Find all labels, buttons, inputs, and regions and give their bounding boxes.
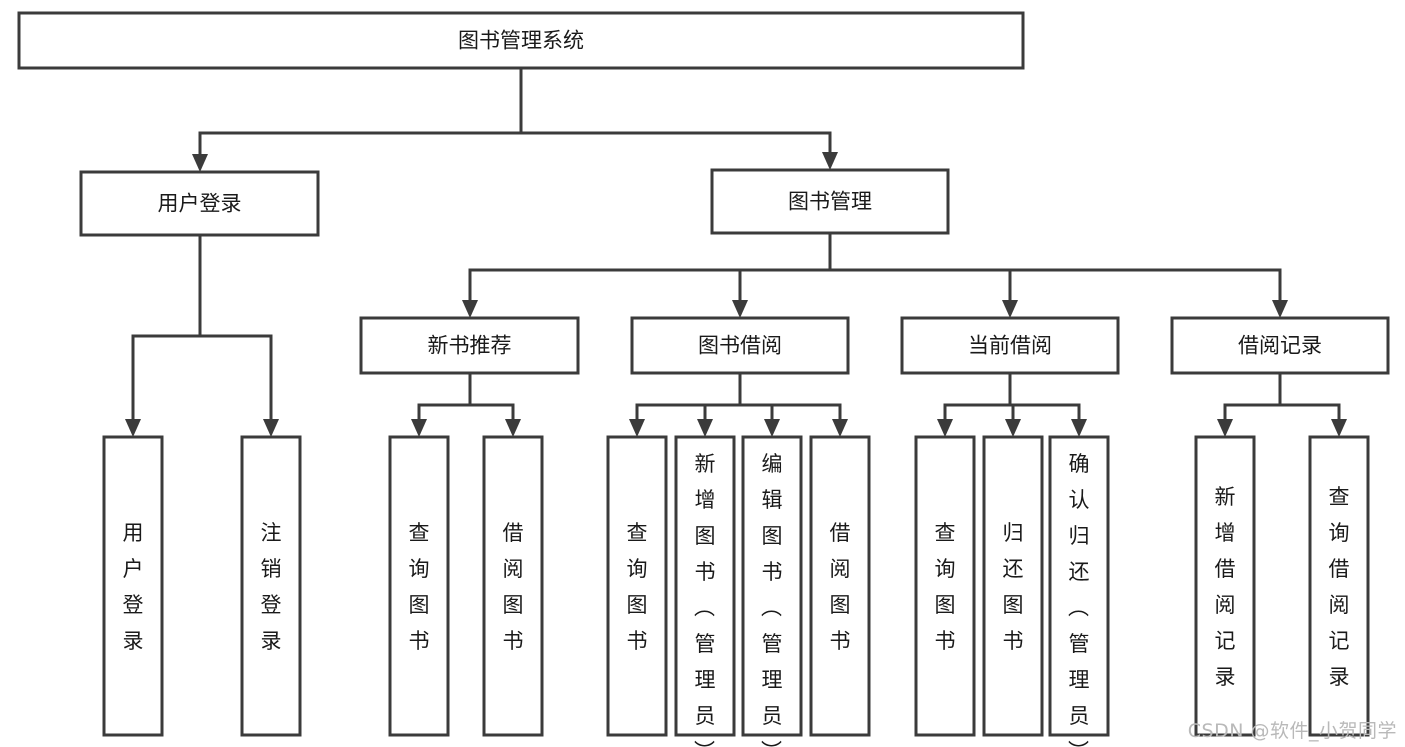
arrow-head-icon (1331, 419, 1347, 437)
node-label: 查询图书 (409, 521, 430, 653)
node-leaf-edit-book[interactable]: 编辑图书（管理员） (741, 435, 803, 747)
node-label: 用户登录 (158, 192, 242, 216)
connector-e-borrow-record-query (1278, 373, 1347, 437)
node-book-borrow[interactable]: 图书借阅 (630, 316, 850, 375)
node-box (102, 435, 164, 737)
arrow-head-icon (462, 300, 478, 318)
node-label: 新增图书（管理员） (694, 452, 716, 747)
node-label: 借阅记录 (1238, 334, 1322, 358)
node-current-borrow[interactable]: 当前借阅 (900, 316, 1120, 375)
nodes-layer: 图书管理系统用户登录图书管理新书推荐图书借阅当前借阅借阅记录用户登录注销登录查询… (17, 11, 1390, 747)
node-box (1048, 435, 1110, 737)
edges-layer (125, 68, 1347, 437)
node-label: 图书借阅 (698, 334, 782, 358)
node-box (359, 316, 580, 375)
connector-e-current-borrow-confirm (1008, 373, 1087, 437)
arrow-head-icon (832, 419, 848, 437)
connector-e-book-manage-book-borrow (732, 233, 832, 318)
connector-e-user-login-leaf-logout (198, 235, 279, 437)
node-box (710, 168, 950, 235)
node-box (1194, 435, 1256, 737)
node-label: 图书管理系统 (458, 29, 584, 53)
connector-e-book-borrow-borrow (738, 373, 848, 437)
node-box (240, 435, 302, 737)
node-borrow-record[interactable]: 借阅记录 (1170, 316, 1390, 375)
node-box (79, 170, 320, 237)
arrow-head-icon (1217, 419, 1233, 437)
arrow-head-icon (732, 300, 748, 318)
node-leaf-logout[interactable]: 注销登录 (240, 435, 302, 737)
arrow-head-icon (764, 419, 780, 437)
node-root[interactable]: 图书管理系统 (17, 11, 1025, 70)
connector-e-new-book-rec-borrow (468, 373, 521, 437)
node-box (982, 435, 1044, 737)
node-user-login[interactable]: 用户登录 (79, 170, 320, 237)
arrow-head-icon (411, 419, 427, 437)
node-leaf-borrow-book[interactable]: 借阅图书 (809, 435, 871, 737)
node-label: 注销登录 (261, 521, 282, 653)
node-leaf-add-record[interactable]: 新增借阅记录 (1194, 435, 1256, 737)
node-leaf-return-book[interactable]: 归还图书 (982, 435, 1044, 737)
node-leaf-confirm-return[interactable]: 确认归还（管理员） (1048, 435, 1110, 747)
connector-e-root-book-manage (519, 68, 838, 170)
node-leaf-query-book-cur[interactable]: 查询图书 (914, 435, 976, 737)
node-label: 查询借阅记录 (1329, 485, 1350, 689)
arrow-head-icon (192, 154, 208, 172)
arrow-head-icon (1272, 300, 1288, 318)
arrow-head-icon (629, 419, 645, 437)
node-box (914, 435, 976, 737)
node-book-manage[interactable]: 图书管理 (710, 168, 950, 235)
node-box (1308, 435, 1370, 737)
node-label: 图书管理 (788, 190, 872, 214)
arrow-head-icon (697, 419, 713, 437)
arrow-head-icon (125, 419, 141, 437)
node-label: 归还图书 (1003, 521, 1024, 653)
connector-e-root-user-login (192, 68, 523, 172)
node-leaf-query-book-rec[interactable]: 查询图书 (388, 435, 450, 737)
node-new-book-rec[interactable]: 新书推荐 (359, 316, 580, 375)
node-box (630, 316, 850, 375)
arrow-head-icon (1005, 419, 1021, 437)
node-leaf-add-book[interactable]: 新增图书（管理员） (674, 435, 736, 747)
connector-e-new-book-rec-query (411, 373, 472, 437)
arrow-head-icon (505, 419, 521, 437)
node-label: 确认归还（管理员） (1068, 452, 1090, 747)
connector-e-borrow-record-add (1217, 373, 1282, 437)
connector-e-book-manage-borrow-record (828, 233, 1288, 318)
watermark-label: CSDN @软件_小贺同学 (1187, 720, 1397, 742)
node-box (900, 316, 1120, 375)
connector-e-book-manage-current-borrow (828, 233, 1018, 318)
connector-e-current-borrow-query (937, 373, 1012, 437)
arrow-head-icon (1002, 300, 1018, 318)
node-box (606, 435, 668, 737)
node-box (809, 435, 871, 737)
node-label: 查询图书 (935, 521, 956, 653)
node-box (674, 435, 736, 737)
connector-e-book-manage-new-book-rec (462, 233, 832, 318)
node-box (388, 435, 450, 737)
node-box (1170, 316, 1390, 375)
node-label: 借阅图书 (830, 521, 851, 653)
node-leaf-borrow-book-rec[interactable]: 借阅图书 (482, 435, 544, 737)
node-label: 借阅图书 (503, 521, 524, 653)
node-box (17, 11, 1025, 70)
arrow-head-icon (937, 419, 953, 437)
node-label: 当前借阅 (968, 334, 1052, 358)
node-label: 新书推荐 (428, 334, 512, 358)
node-label: 用户登录 (123, 521, 144, 653)
node-leaf-query-book[interactable]: 查询图书 (606, 435, 668, 737)
arrow-head-icon (822, 152, 838, 170)
node-label: 新增借阅记录 (1215, 485, 1236, 689)
node-label: 查询图书 (627, 521, 648, 653)
arrow-head-icon (1071, 419, 1087, 437)
node-leaf-query-record[interactable]: 查询借阅记录 (1308, 435, 1370, 737)
node-label: 编辑图书（管理员） (761, 452, 783, 747)
node-box (482, 435, 544, 737)
node-leaf-user-login[interactable]: 用户登录 (102, 435, 164, 737)
arrow-head-icon (263, 419, 279, 437)
node-box (741, 435, 803, 737)
connector-e-user-login-leaf-user-login (125, 235, 202, 437)
